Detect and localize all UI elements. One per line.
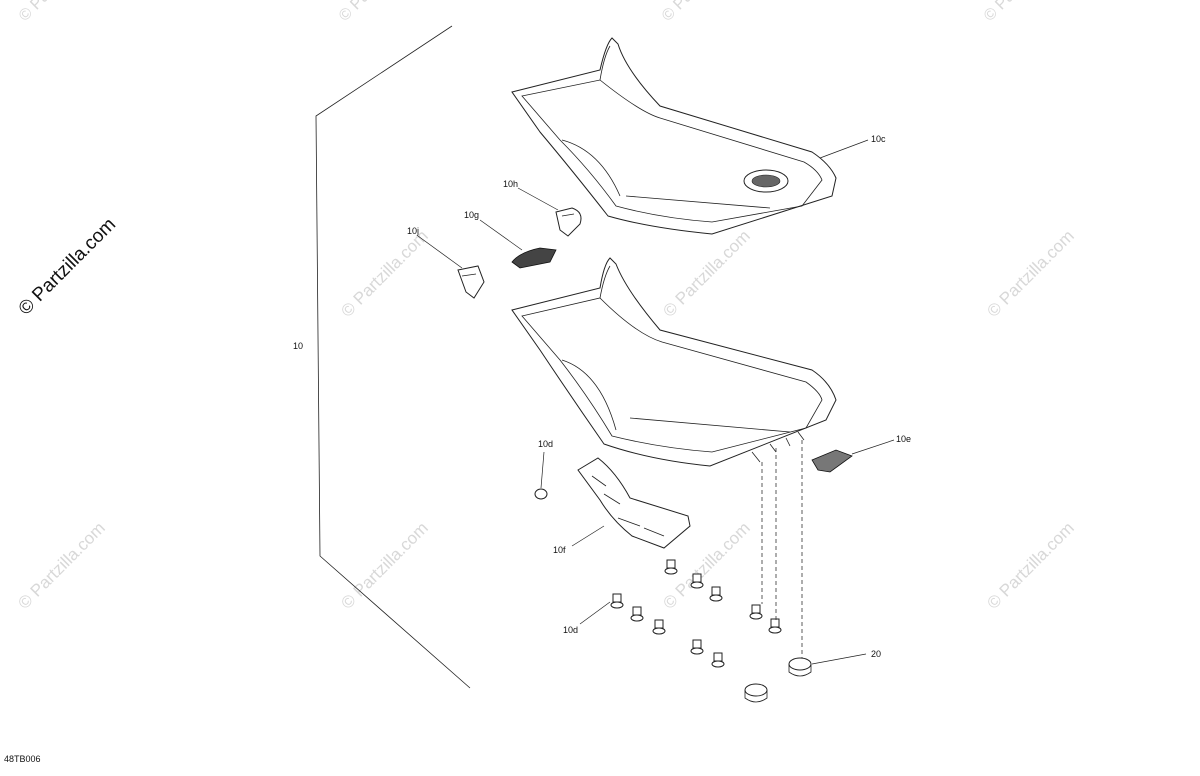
callout-20: 20 <box>871 649 881 659</box>
nut-cluster <box>610 559 782 668</box>
hook-g-part <box>511 247 557 269</box>
assembly-bracket <box>315 25 471 689</box>
watermark: © Partzilla.com <box>337 226 431 320</box>
callout-10: 10 <box>293 341 303 351</box>
watermark: © Partzilla.com <box>659 0 747 25</box>
watermark: © Partzilla.com <box>336 0 424 25</box>
copyright-brand: © Partzilla.com <box>15 214 120 319</box>
callout-10f: 10f <box>553 545 566 555</box>
watermark: © Partzilla.com <box>983 226 1077 320</box>
callout-10e: 10e <box>896 434 911 444</box>
diagram-id: 48TB006 <box>4 754 41 764</box>
watermark: © Partzilla.com <box>337 518 431 612</box>
seat-base-part <box>511 257 837 467</box>
foam-pad-part <box>577 457 691 549</box>
callout-10j: 10j <box>407 226 419 236</box>
watermark: © Partzilla.com <box>16 0 104 25</box>
latch-part <box>811 449 853 473</box>
hook-h-part <box>555 207 582 237</box>
seat-cover-part <box>511 37 837 235</box>
watermark: © Partzilla.com <box>983 518 1077 612</box>
clip-j-part <box>457 265 485 299</box>
callout-10c: 10c <box>871 134 886 144</box>
nut-part <box>534 488 548 500</box>
alignment-lines <box>761 440 803 658</box>
grommet-part <box>744 657 812 703</box>
watermark: © Partzilla.com <box>14 518 108 612</box>
watermark: © Partzilla.com <box>659 226 753 320</box>
callout-10d-lower: 10d <box>563 625 578 635</box>
callout-10d-upper: 10d <box>538 439 553 449</box>
callout-10h: 10h <box>503 179 518 189</box>
callout-10g: 10g <box>464 210 479 220</box>
watermark: © Partzilla.com <box>981 0 1069 25</box>
leader-lines <box>417 139 895 665</box>
